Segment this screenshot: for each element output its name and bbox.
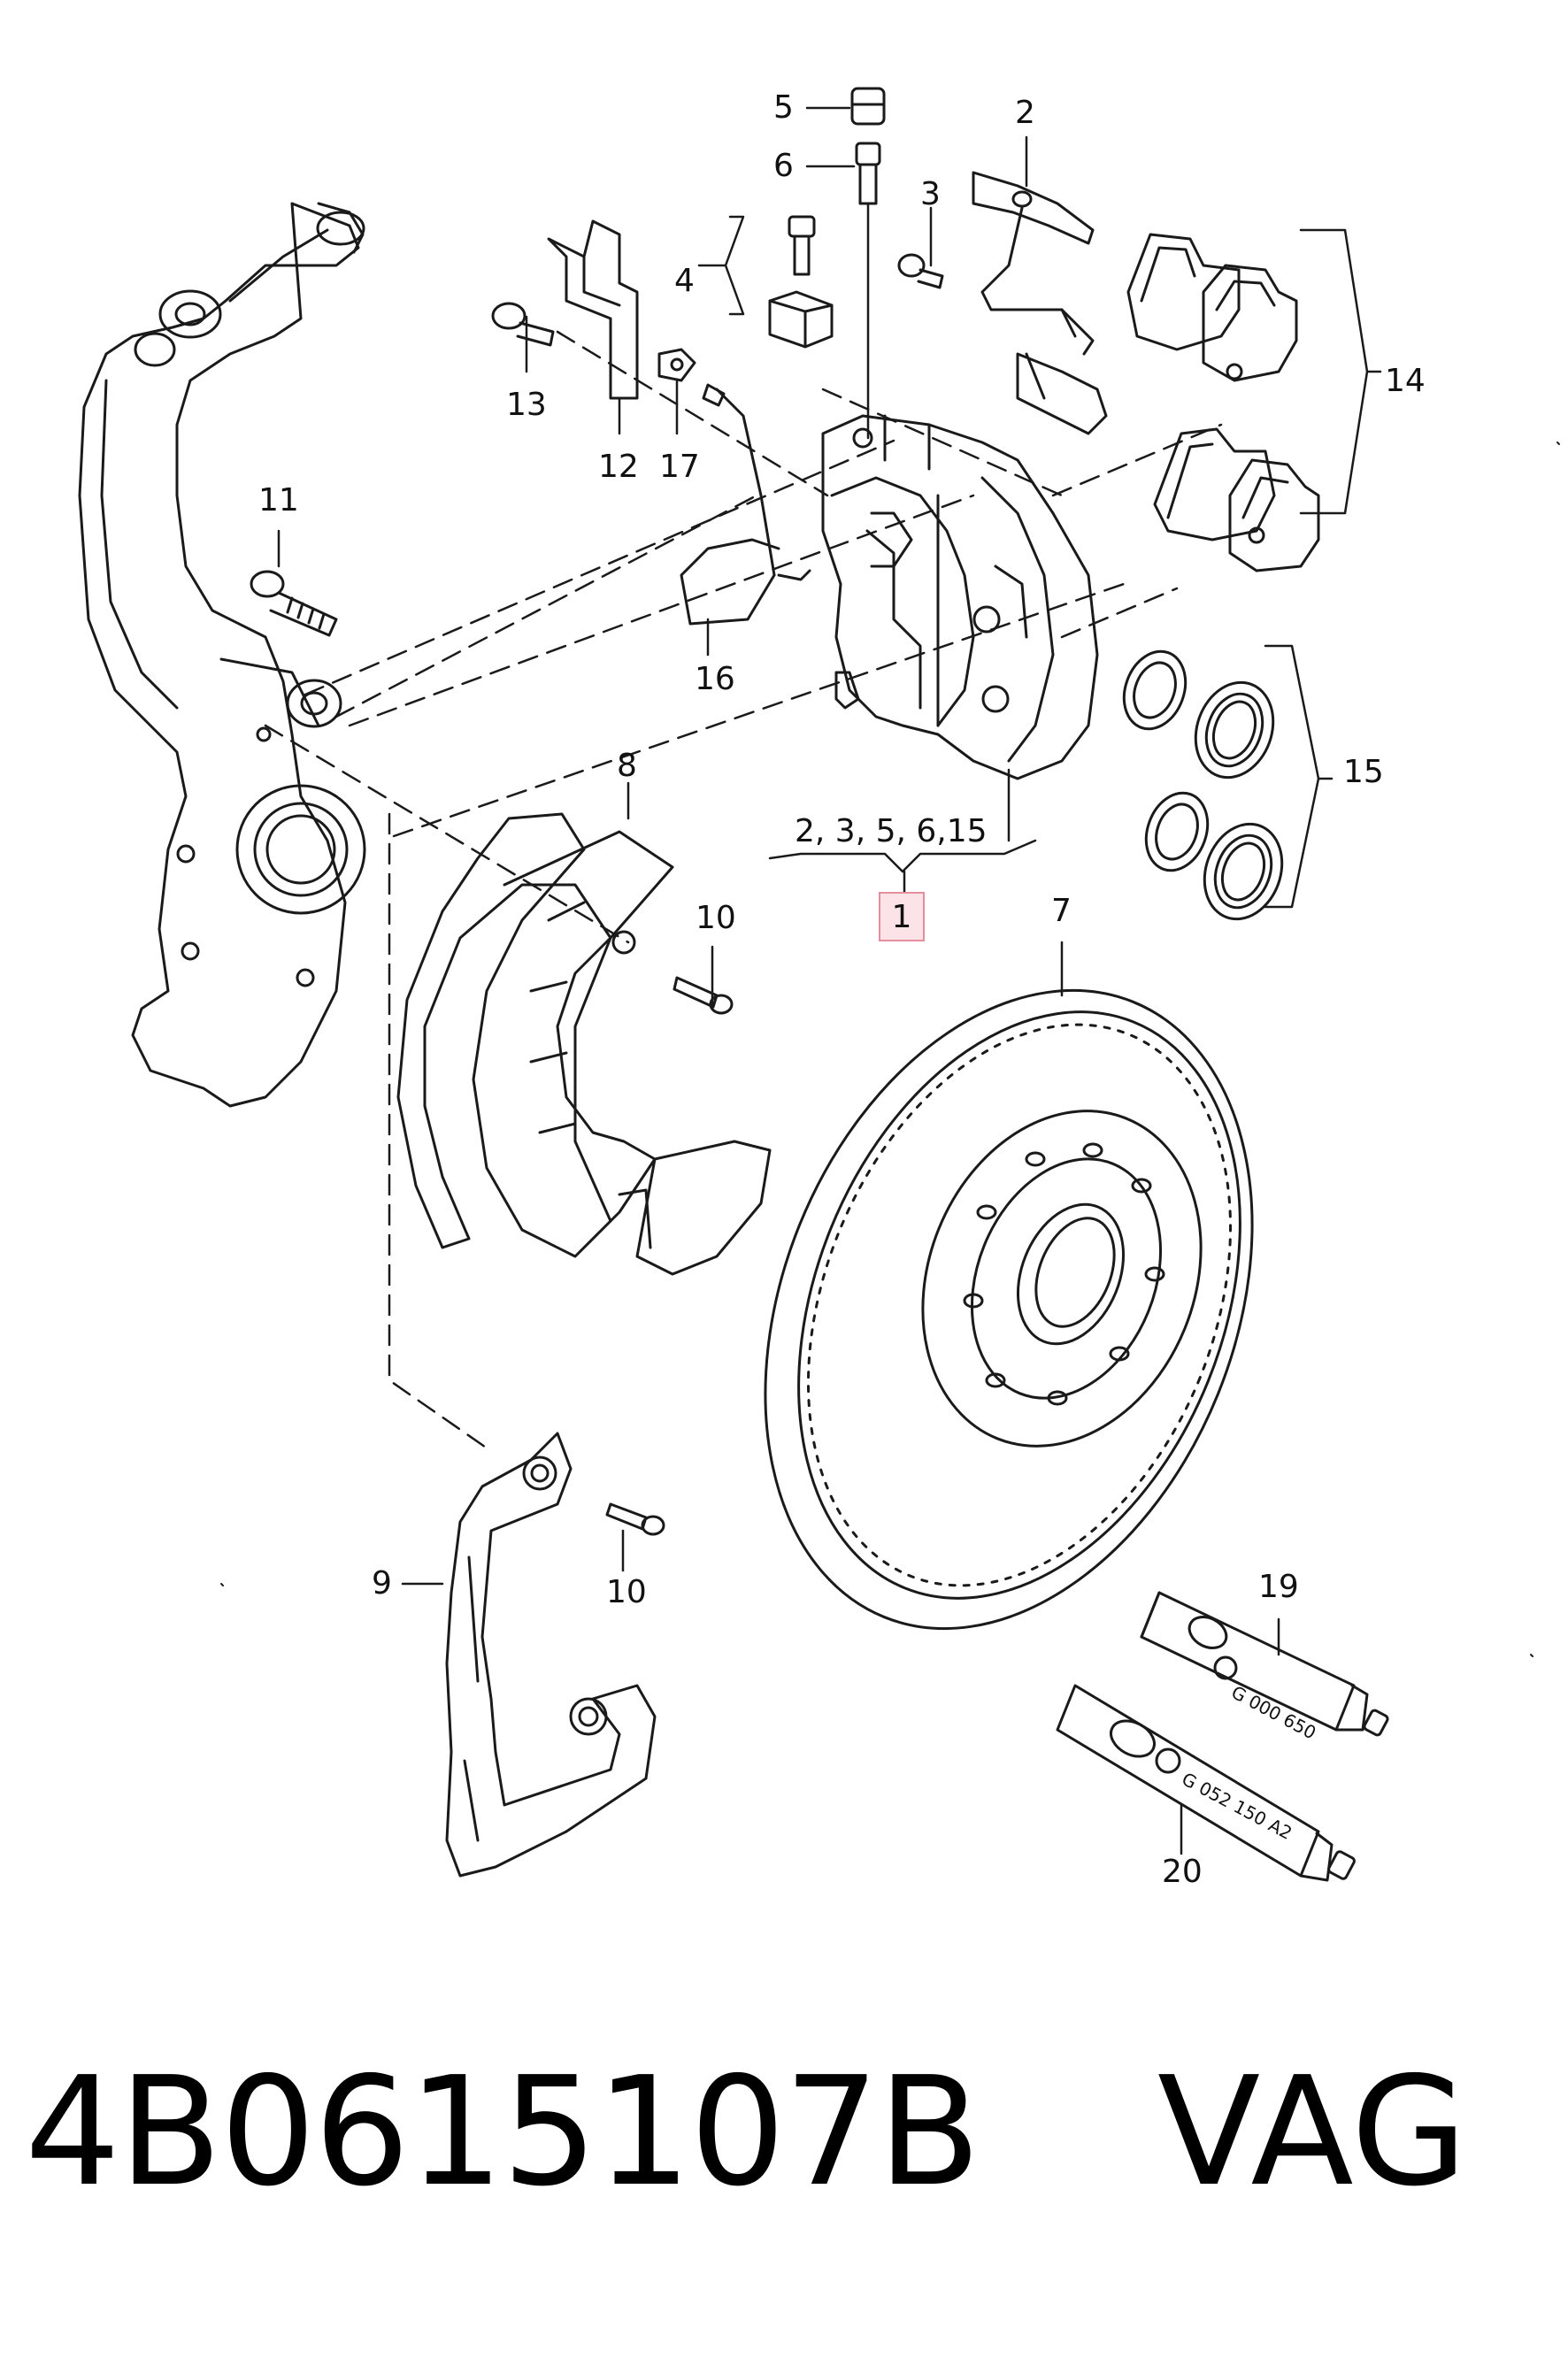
bolt-6 (855, 142, 881, 205)
callout-19: 19 (1258, 1569, 1299, 1605)
callout-8: 8 (617, 748, 637, 784)
seal-kit-15 (1122, 649, 1284, 921)
bolt-3 (897, 253, 944, 289)
brake-pads-14 (1126, 233, 1320, 572)
bolt-13 (491, 302, 555, 347)
callout-12: 12 (598, 449, 639, 485)
steering-knuckle (78, 202, 366, 1108)
bolt-10-upper (673, 976, 734, 1015)
callout-5: 5 (773, 89, 794, 126)
leader-lines (277, 106, 1382, 1855)
callout-13: 13 (506, 387, 547, 423)
callout-2: 2 (1015, 95, 1035, 131)
brand-name: VAG (1157, 2045, 1468, 2220)
part-number: 4B0615107B (25, 2045, 981, 2220)
brake-caliper (821, 414, 1099, 780)
callout-14: 14 (1385, 363, 1426, 399)
bolt-10-lower (605, 1502, 665, 1536)
callout-1-highlighted: 1 (879, 892, 925, 941)
callout-10-lower: 10 (606, 1574, 647, 1610)
callout-3: 3 (920, 176, 941, 212)
callout-9: 9 (372, 1565, 392, 1601)
assembly-lines (264, 330, 1223, 1453)
callout-6: 6 (773, 148, 794, 184)
splash-shield-8 (396, 812, 772, 1276)
stray-dots (220, 442, 1560, 1657)
callout-16: 16 (695, 661, 735, 697)
grease-tube-20 (1056, 1684, 1356, 1882)
callout-10-upper: 10 (696, 900, 736, 936)
callout-group-list: 2, 3, 5, 6,15 (795, 813, 988, 849)
wear-sensor-16 (680, 383, 811, 626)
callout-4: 4 (674, 263, 695, 299)
brake-disc-7 (764, 988, 1254, 1631)
spring-clip-2 (972, 171, 1108, 435)
shield-9 (445, 1432, 657, 1878)
screw-5 (850, 87, 886, 126)
callout-17: 17 (659, 449, 700, 485)
callout-11: 11 (258, 482, 299, 518)
guide-bolt-4 (768, 215, 834, 349)
callout-7: 7 (1051, 893, 1072, 929)
callout-20: 20 (1162, 1854, 1203, 1890)
clip-17 (657, 348, 696, 382)
bolt-11 (250, 570, 338, 637)
grease-tube-19 (1140, 1591, 1389, 1737)
callout-15: 15 (1343, 754, 1384, 790)
bracket-12 (547, 219, 639, 400)
